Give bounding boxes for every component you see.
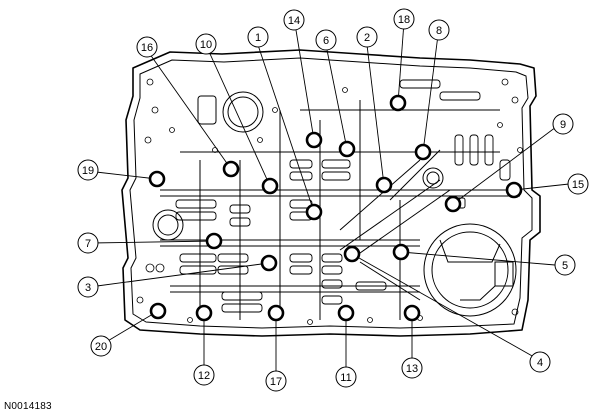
svg-text:13: 13 [406, 363, 418, 375]
callout-16: 16 [136, 36, 158, 58]
leader-lines [90, 21, 570, 378]
bolt-10-ring [261, 177, 279, 195]
callout-3: 3 [77, 276, 99, 298]
svg-text:12: 12 [198, 370, 210, 382]
callout-13: 13 [401, 357, 423, 379]
callout-7: 7 [77, 232, 99, 254]
svg-text:15: 15 [572, 179, 584, 191]
svg-text:10: 10 [200, 39, 212, 51]
svg-text:4: 4 [537, 357, 543, 369]
callout-4: 4 [529, 351, 551, 373]
svg-text:14: 14 [288, 15, 300, 27]
bolt-15-ring [505, 181, 523, 199]
bolt-16-ring [222, 160, 240, 178]
svg-text:5: 5 [562, 260, 568, 272]
bolt-6-ring [338, 140, 356, 158]
bolt-markers [148, 94, 523, 322]
callout-8: 8 [428, 19, 450, 41]
bolt-1-ring [305, 203, 323, 221]
bolt-19-ring [148, 170, 166, 188]
svg-text:9: 9 [560, 119, 566, 131]
bolt-7-ring [205, 232, 223, 250]
svg-text:8: 8 [436, 25, 442, 37]
bolt-12-ring [195, 304, 213, 322]
bolt-4-ring [343, 245, 361, 263]
bolt-20-ring [149, 302, 167, 320]
bolt-17-ring [267, 304, 285, 322]
svg-text:17: 17 [270, 376, 282, 388]
small-holes [136, 78, 523, 325]
bolt-9-ring [444, 195, 462, 213]
svg-text:7: 7 [85, 238, 91, 250]
callout-15: 15 [567, 173, 589, 195]
callout-9: 9 [552, 113, 574, 135]
figure-id: N0014183 [4, 401, 52, 412]
svg-text:6: 6 [323, 35, 329, 47]
callout-5: 5 [554, 254, 576, 276]
casting-outline [121, 49, 541, 337]
bolt-14-ring [305, 131, 323, 149]
svg-text:11: 11 [340, 372, 351, 384]
callouts: 1 2 3 4 5 6 7 [77, 8, 589, 392]
svg-text:18: 18 [398, 14, 410, 26]
bolt-13-ring [403, 304, 421, 322]
callout-20: 20 [90, 335, 112, 357]
callout-10: 10 [195, 33, 217, 55]
svg-text:20: 20 [95, 341, 107, 353]
svg-text:1: 1 [255, 32, 261, 44]
svg-text:2: 2 [364, 32, 370, 44]
bolt-3-ring [260, 254, 278, 272]
callout-11: 11 [335, 366, 357, 388]
svg-text:19: 19 [82, 165, 94, 177]
svg-text:3: 3 [85, 282, 91, 294]
callout-2: 2 [356, 26, 378, 48]
callout-12: 12 [193, 364, 215, 386]
callout-17: 17 [265, 370, 287, 392]
bolt-8-ring [414, 143, 432, 161]
callout-6: 6 [315, 29, 337, 51]
bolt-11-ring [337, 304, 355, 322]
bolt-18-ring [389, 94, 407, 112]
callout-18: 18 [393, 8, 415, 30]
bolt-2-ring [375, 176, 393, 194]
svg-text:16: 16 [141, 42, 153, 54]
bolt-5-ring [392, 243, 410, 261]
callout-14: 14 [283, 9, 305, 31]
callout-19: 19 [77, 159, 99, 181]
callout-1: 1 [247, 26, 269, 48]
